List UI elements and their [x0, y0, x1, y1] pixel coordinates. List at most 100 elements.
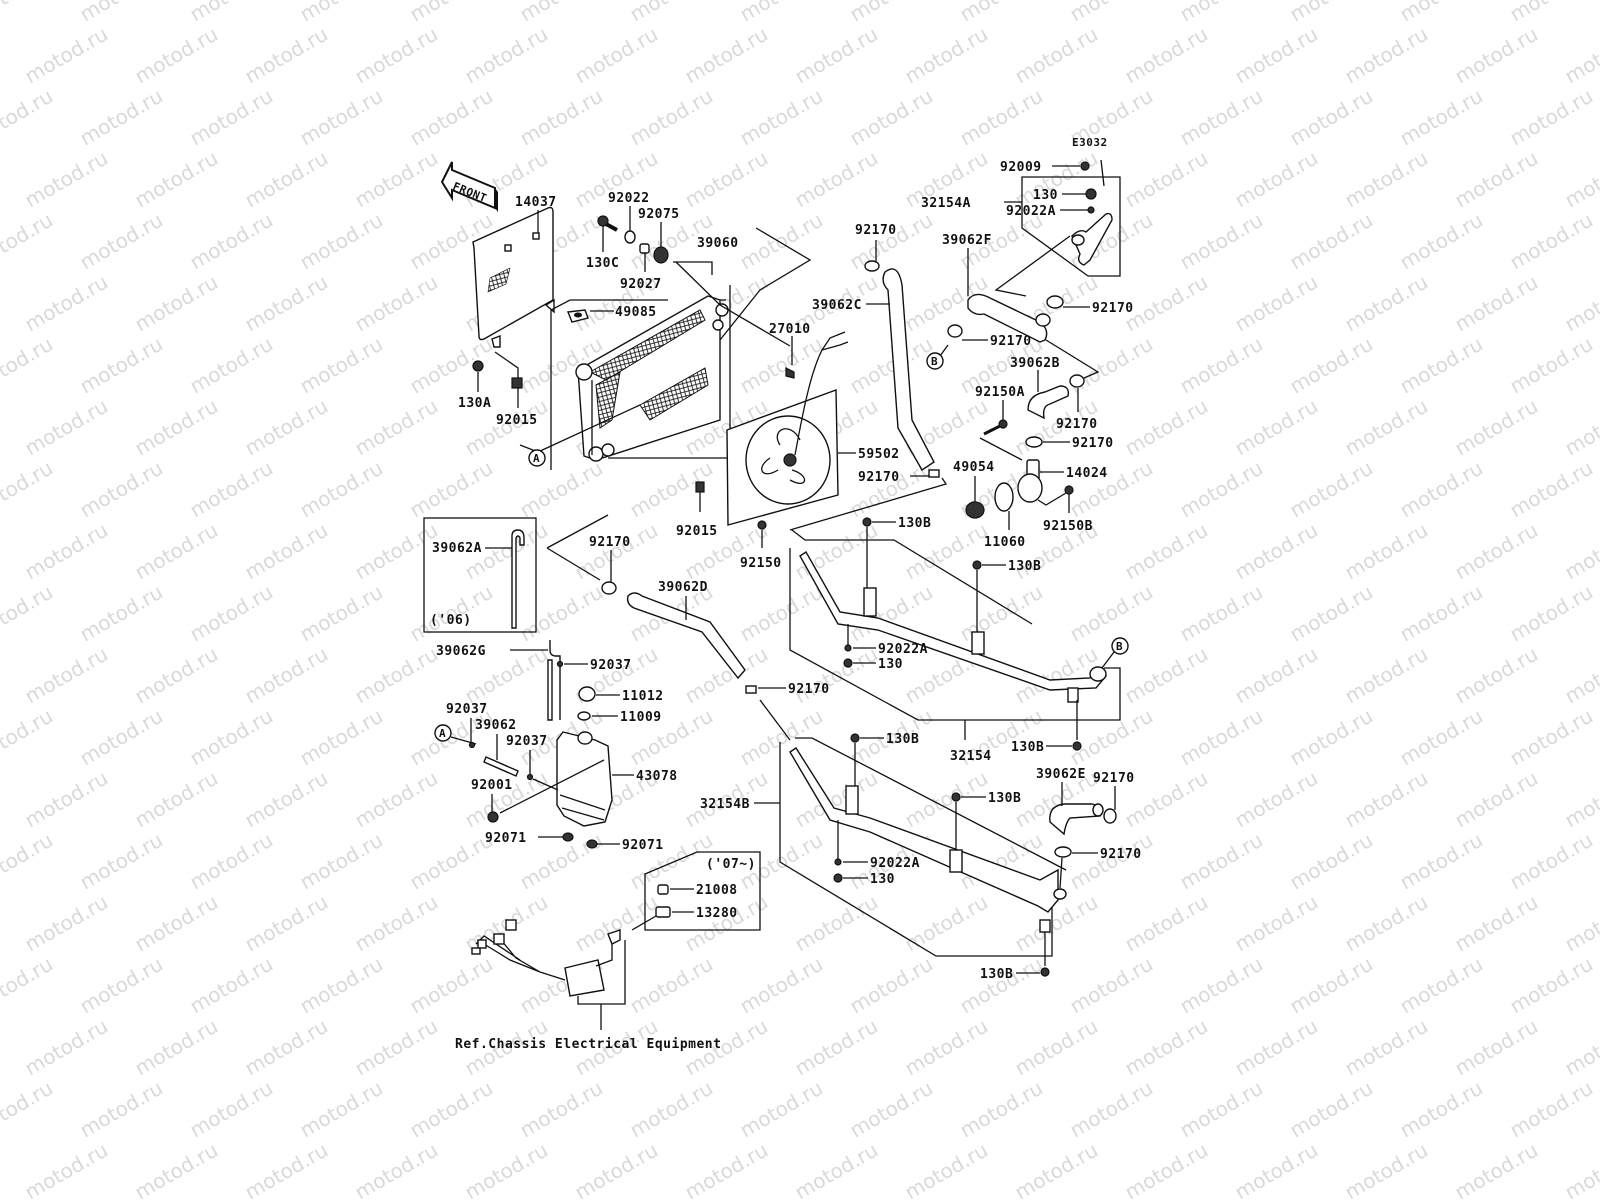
label-92009: 92009 — [1000, 160, 1042, 175]
bolt-130-mid-part[interactable] — [843, 658, 853, 668]
water-pipe-32154-part[interactable] — [799, 551, 1107, 703]
label-92150: 92150 — [740, 556, 782, 571]
label-92022a-mid: 92022A — [878, 642, 928, 657]
reference-note: Ref.Chassis Electrical Equipment — [455, 1037, 721, 1052]
bolt-130b-2-part[interactable] — [972, 560, 982, 570]
thermostat-housing-14024-part[interactable] — [1017, 459, 1043, 503]
label-39062c: 39062C — [812, 298, 862, 313]
pipe-32154a-part[interactable] — [1071, 212, 1113, 266]
grommet-92075-part[interactable] — [653, 246, 669, 264]
label-39062: 39062 — [475, 718, 517, 733]
bolt-92001-part[interactable] — [487, 811, 499, 823]
svg-text:A: A — [439, 727, 446, 740]
label-130b-4: 130B — [886, 732, 919, 747]
connector-13280-part[interactable] — [655, 906, 671, 918]
year-label-07: ('07~) — [706, 857, 756, 872]
label-14024: 14024 — [1066, 466, 1108, 481]
clamp-92170-f-part[interactable] — [1025, 436, 1043, 448]
radiator-cap-49085-part[interactable] — [567, 309, 589, 323]
grommet-92071-a-part[interactable] — [562, 832, 574, 842]
label-39062d: 39062D — [658, 580, 708, 595]
clip-92037-b-part[interactable] — [468, 741, 476, 749]
cooling-fan-part[interactable] — [726, 331, 849, 526]
label-92170-d: 92170 — [990, 334, 1032, 349]
bolt-92009-part[interactable] — [1080, 161, 1090, 171]
callout-b-top — [926, 352, 944, 370]
label-130b-5: 130B — [988, 791, 1021, 806]
bolt-130b-6-part[interactable] — [1040, 967, 1050, 977]
clamp-92170-j-part[interactable] — [1054, 846, 1072, 858]
hose-39062b-part[interactable] — [1027, 385, 1070, 420]
clamp-92170-g-part[interactable] — [601, 581, 617, 595]
hose-39062d-part[interactable] — [626, 592, 746, 680]
fan-switch-27010-part[interactable] — [785, 367, 795, 379]
washer-92022-part[interactable] — [624, 230, 636, 244]
connector-21008-part[interactable] — [657, 884, 669, 895]
label-27010: 27010 — [769, 322, 811, 337]
label-130b-2: 130B — [1008, 559, 1041, 574]
clip-92015-b-part[interactable] — [695, 481, 705, 493]
clip-92037-a-part[interactable] — [556, 660, 564, 668]
label-92150a: 92150A — [975, 385, 1025, 400]
washer-92022a-mid-part[interactable] — [844, 644, 852, 652]
clamp-92170-b-part[interactable] — [928, 469, 940, 478]
bolt-130b-3-part[interactable] — [1072, 741, 1082, 751]
front-arrow-icon: FRONT — [440, 161, 498, 212]
bolt-130-bot-part[interactable] — [833, 873, 843, 883]
hose-39062c-part[interactable] — [882, 268, 935, 471]
washer-92022a-top-part[interactable] — [1087, 206, 1095, 214]
svg-text:A: A — [533, 452, 540, 465]
cap-11012-part[interactable] — [578, 686, 596, 702]
label-130-top: 130 — [1033, 188, 1058, 203]
label-92027: 92027 — [620, 277, 662, 292]
label-92170-b: 92170 — [858, 470, 900, 485]
gasket-11060-part[interactable] — [994, 482, 1014, 512]
bolt-130a-part[interactable] — [472, 360, 484, 372]
wiring-harness-part[interactable] — [471, 919, 621, 997]
label-130a: 130A — [458, 396, 491, 411]
clamp-92170-c-part[interactable] — [1046, 295, 1064, 309]
washer-92022a-bot-part[interactable] — [834, 858, 842, 866]
hose-39062-part[interactable] — [483, 756, 519, 777]
label-92170-f: 92170 — [1072, 436, 1114, 451]
bolt-130-top-part[interactable] — [1085, 188, 1097, 200]
label-59502: 59502 — [858, 447, 900, 462]
label-130-mid: 130 — [878, 657, 903, 672]
clamp-92170-d-part[interactable] — [947, 324, 963, 338]
grommet-92071-b-part[interactable] — [586, 839, 598, 849]
hose-39062e-part[interactable] — [1049, 803, 1104, 836]
radiator-guard-part[interactable] — [472, 206, 555, 348]
clamp-92170-e-part[interactable] — [1069, 374, 1085, 388]
label-39062e: 39062E — [1036, 767, 1086, 782]
bolt-130b-4-part[interactable] — [850, 733, 860, 743]
bolt-92150a-part[interactable] — [983, 419, 1008, 436]
label-14037: 14037 — [515, 195, 557, 210]
bolt-130b-5-part[interactable] — [951, 792, 961, 802]
hose-39062f-part[interactable] — [967, 293, 1051, 343]
bolt-130b-1-part[interactable] — [862, 517, 872, 527]
seal-11009-part[interactable] — [577, 711, 591, 721]
label-92037-c: 92037 — [506, 734, 548, 749]
label-130c: 130C — [586, 256, 619, 271]
bolt-92150b-part[interactable] — [1064, 485, 1074, 495]
label-92015-b: 92015 — [676, 524, 718, 539]
reservoir-tank-43078-part[interactable] — [556, 731, 613, 827]
callout-b-mid — [1111, 637, 1129, 655]
label-92071-b: 92071 — [622, 838, 664, 853]
water-pipe-32154b-part[interactable] — [789, 747, 1067, 933]
hose-39062a-part[interactable] — [511, 529, 525, 629]
clip-92037-c-part[interactable] — [526, 773, 534, 781]
clip-92015-part[interactable] — [511, 377, 523, 389]
collar-92027-part[interactable] — [639, 243, 650, 254]
diagram-code: E3032 — [1072, 136, 1108, 149]
thermostat-49054-part[interactable] — [965, 501, 985, 519]
clamp-92170-h-part[interactable] — [745, 685, 757, 694]
label-39062g: 39062G — [436, 644, 486, 659]
clamp-92170-i-part[interactable] — [1103, 808, 1117, 824]
bolt-92150-part[interactable] — [757, 520, 767, 530]
callout-a-radiator — [528, 449, 546, 467]
bolt-130c-part[interactable] — [597, 215, 618, 232]
clamp-92170-a-part[interactable] — [864, 260, 880, 272]
radiator-part[interactable] — [575, 295, 729, 462]
label-130b-3: 130B — [1011, 740, 1044, 755]
